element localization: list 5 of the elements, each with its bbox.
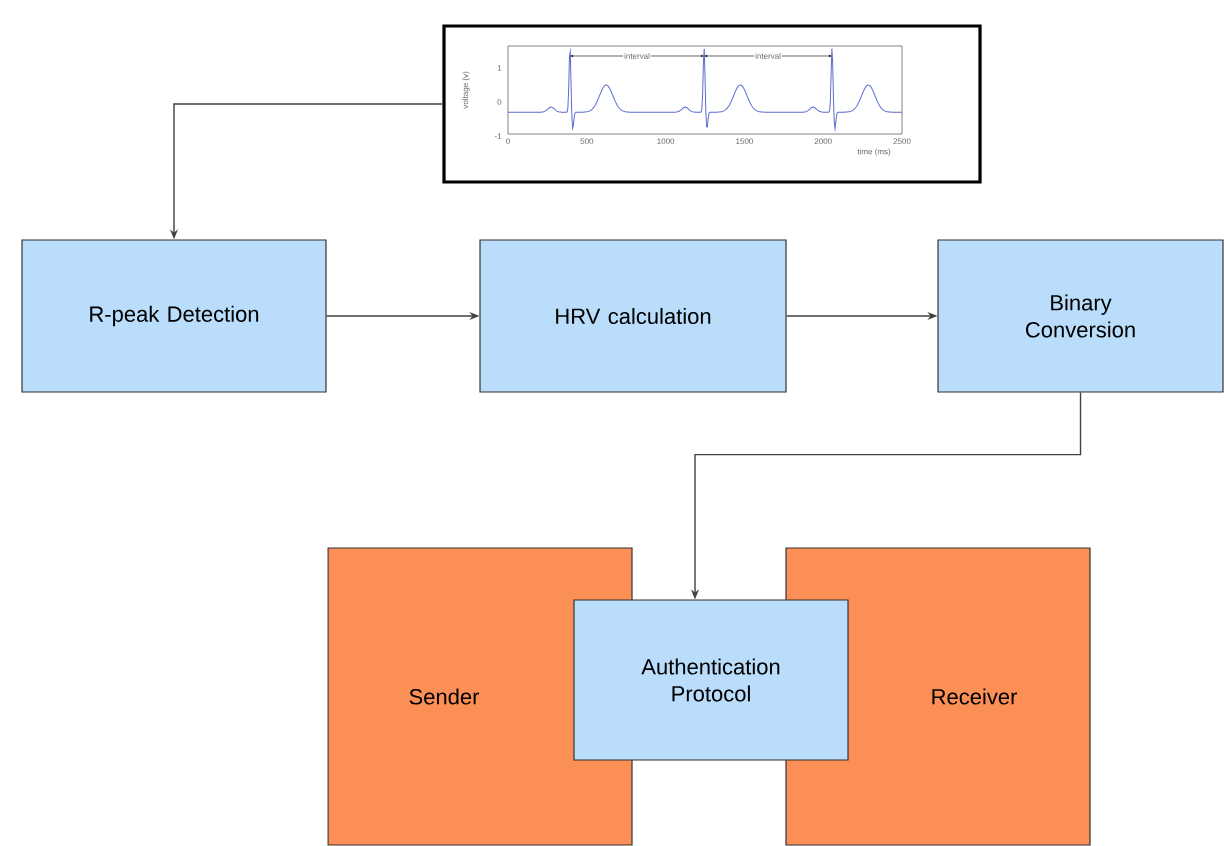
process-box: Binary Conversion [937,239,1224,393]
process-box: R-peak Detection [21,239,327,393]
process-box: HRV calculation [479,239,787,393]
process-box: Sender [327,547,633,846]
process-box: Authentication Protocol [573,599,849,761]
